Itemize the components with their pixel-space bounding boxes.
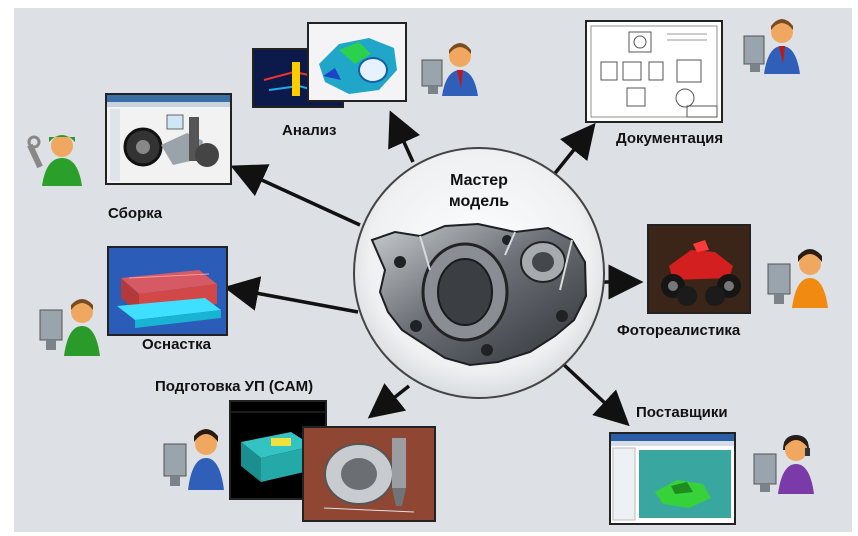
- label-cam: Подготовка УП (CAM): [155, 378, 314, 395]
- analysis-image-front: [307, 22, 407, 102]
- arrow-to-cam: [367, 383, 411, 419]
- tooling-image: [107, 246, 228, 336]
- cam-image-front: [302, 426, 436, 522]
- label-assembly: Сборка: [108, 205, 163, 222]
- assembly-mechanic-icon: [27, 135, 82, 186]
- arrow-to-suppliers: [560, 361, 630, 427]
- arrow-to-tooling: [223, 276, 359, 314]
- label-documentation: Документация: [616, 130, 724, 147]
- documentation-image: [585, 20, 723, 123]
- arrow-to-documentation: [550, 122, 596, 179]
- photoreal-person-icon: [767, 249, 828, 308]
- tooling-person-icon: [39, 299, 100, 356]
- label-tooling: Оснастка: [142, 336, 211, 353]
- center-label-line2: модель: [448, 193, 510, 210]
- arrow-to-analysis: [388, 110, 421, 163]
- label-photoreal: Фотореалистика: [617, 322, 741, 339]
- label-analysis: Анализ: [282, 122, 337, 139]
- analyst-person-icon: [421, 43, 478, 96]
- arrow-to-assembly: [230, 164, 361, 227]
- documentation-person-icon: [743, 19, 800, 74]
- supplier-person-icon: [753, 434, 814, 494]
- photoreal-image: [647, 224, 751, 314]
- master-model-part: [370, 222, 588, 367]
- label-suppliers: Поставщики: [636, 404, 728, 421]
- cam-person-icon: [163, 429, 224, 490]
- center-label-line1: Мастер: [450, 172, 508, 189]
- suppliers-image: [609, 432, 736, 525]
- assembly-image: [105, 93, 232, 185]
